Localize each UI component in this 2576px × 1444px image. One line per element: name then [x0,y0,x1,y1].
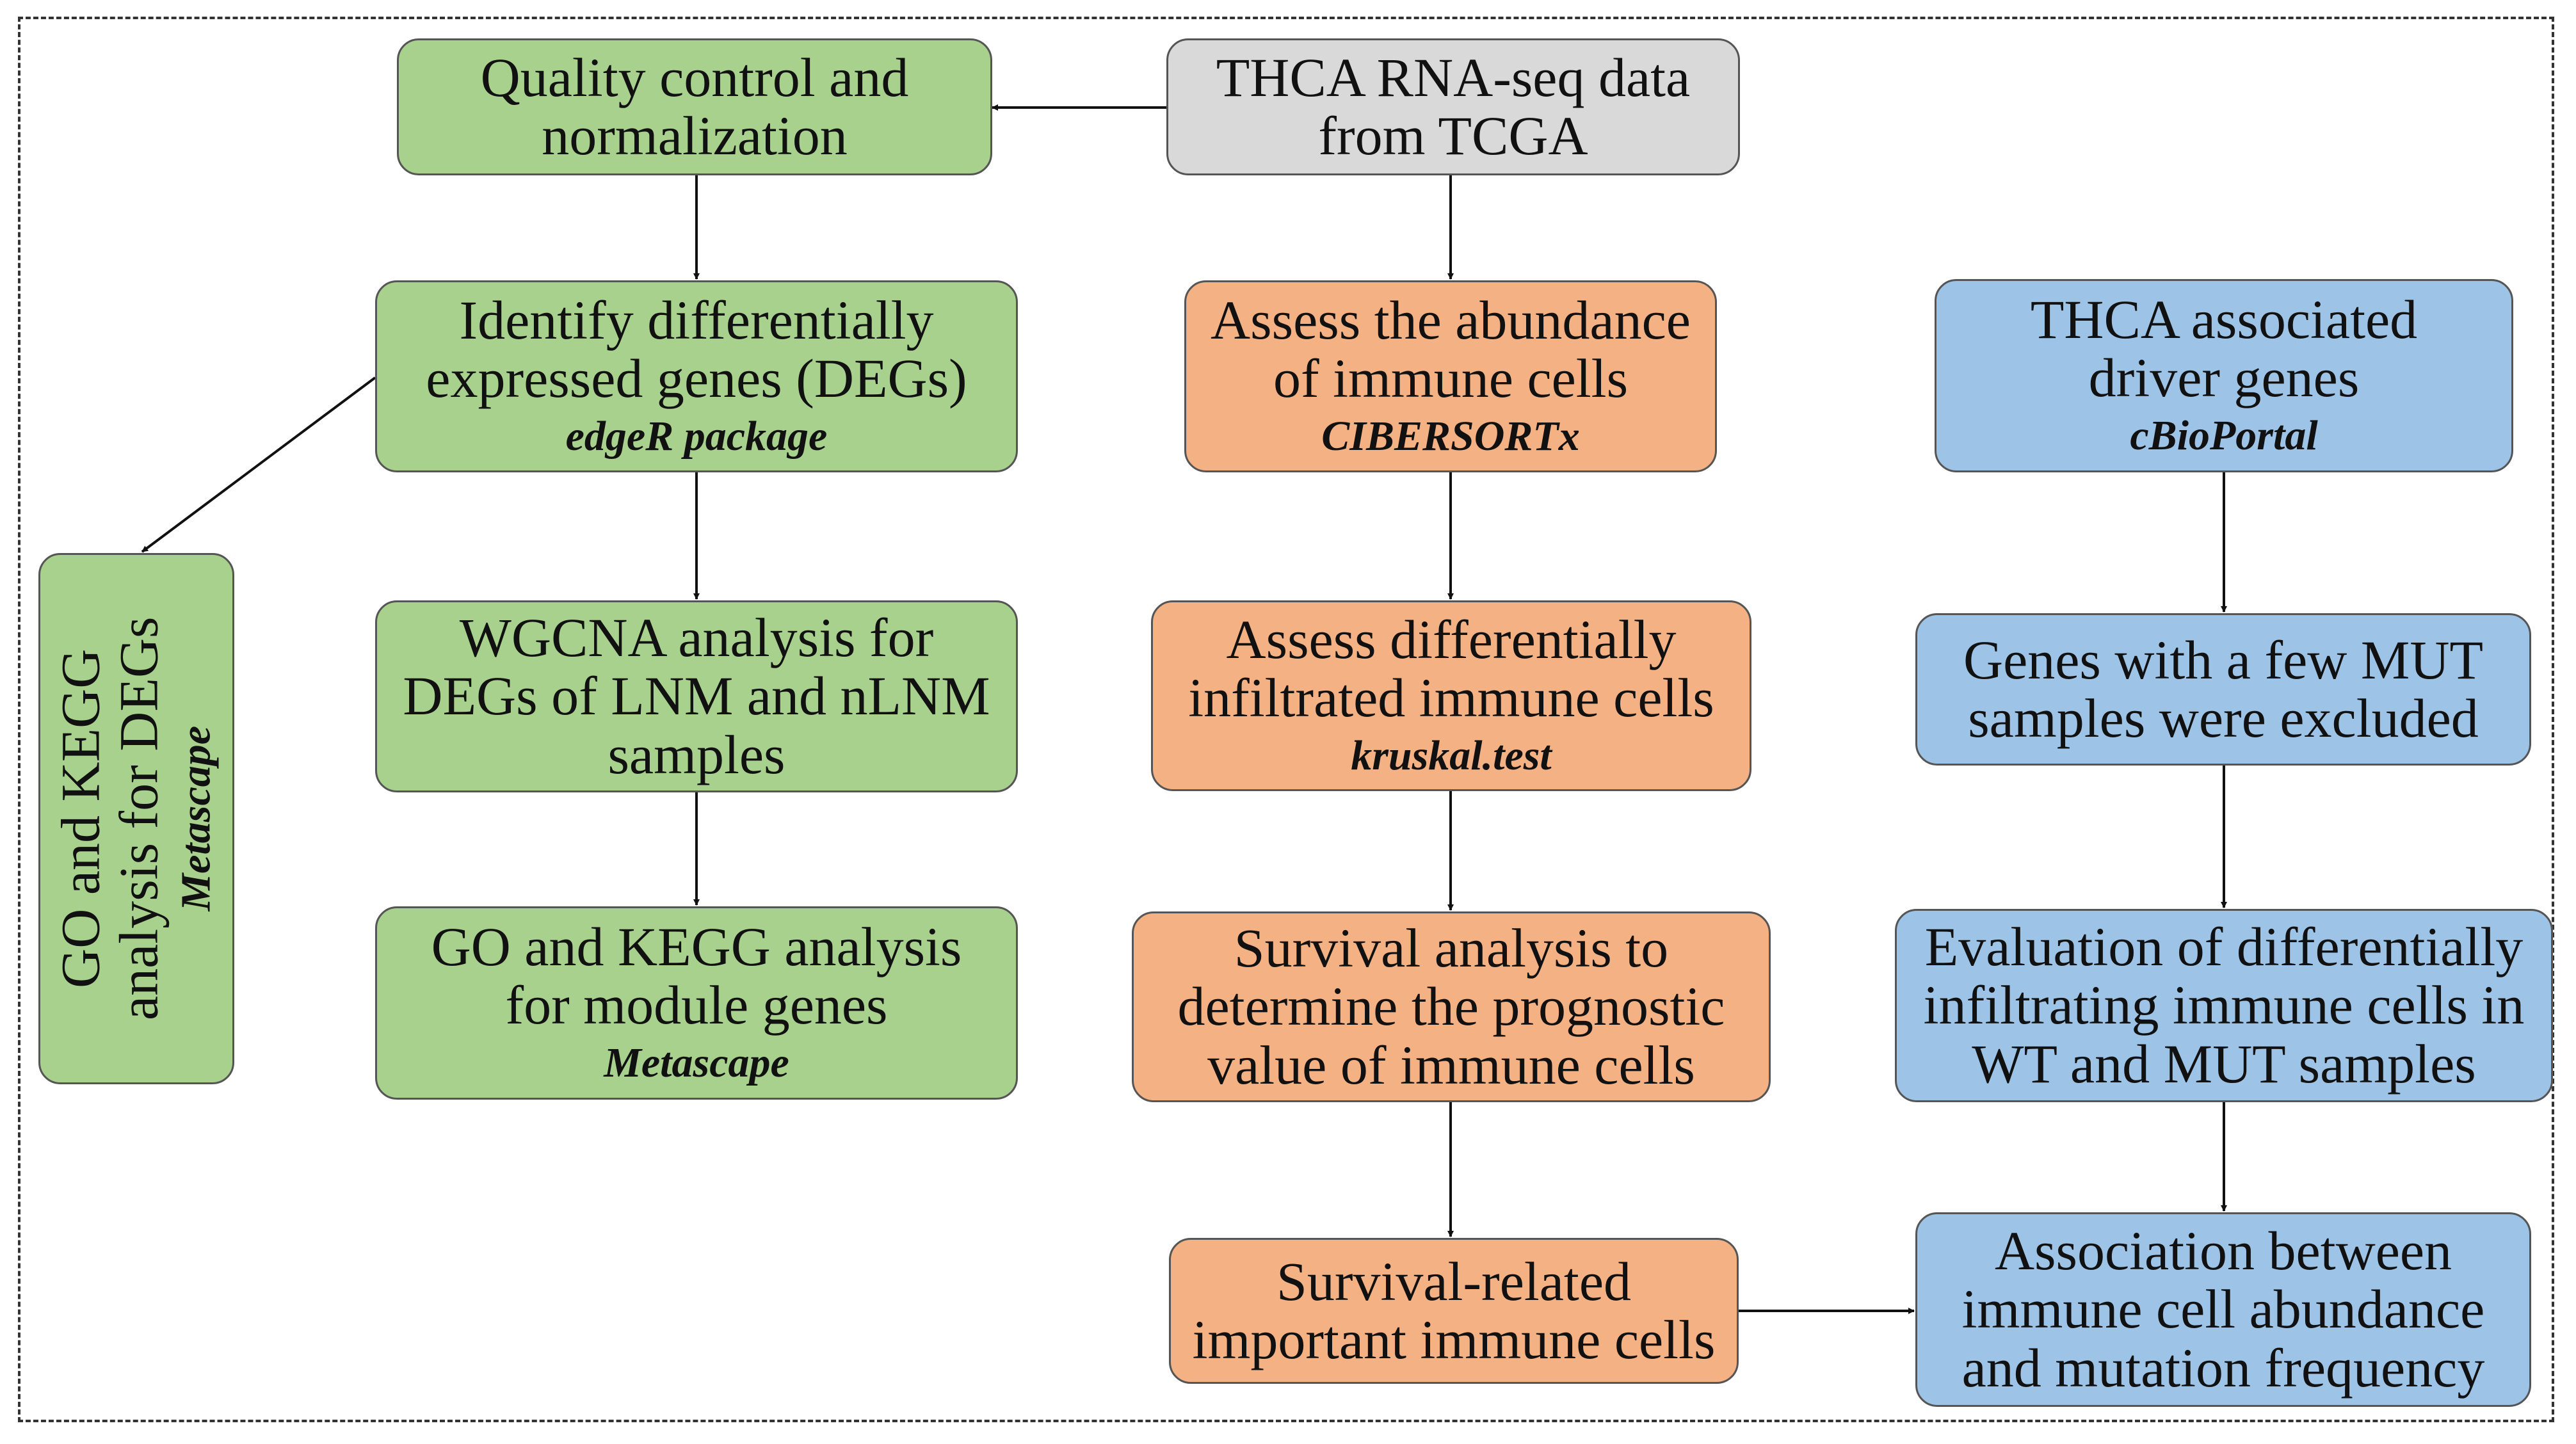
node-go-module-line-2: for module genes [505,974,888,1036]
node-source-line-2: from TCGA [1318,105,1588,166]
node-diff-infiltrated-line-2: infiltrated immune cells [1188,667,1714,729]
node-wgcna-line-1: WGCNA analysis for [459,607,934,669]
node-degs-tool: edgeR package [565,412,828,460]
node-abundance-line-1: Assess the abundance [1211,289,1691,351]
node-survival-line-3: value of immune cells [1207,1034,1695,1096]
node-survival-cells: Survival-related important immune cells [1169,1238,1739,1384]
node-go-degs-line-1: GO and KEGG [49,648,111,989]
node-source-line-1: THCA RNA-seq data [1216,46,1691,108]
node-abundance-tool: CIBERSORTx [1321,412,1580,460]
node-excluded: Genes with a few MUT samples were exclud… [1915,613,2531,766]
node-go-module: GO and KEGG analysis for module genes Me… [375,906,1018,1100]
node-evaluation-line-3: WT and MUT samples [1972,1032,2476,1095]
node-wgcna-line-2: DEGs of LNM and nLNM [403,665,990,727]
node-source: THCA RNA-seq data from TCGA [1166,38,1740,175]
node-diff-infiltrated-tool: kruskal.test [1351,732,1552,779]
node-survival-cells-line-1: Survival-related [1276,1250,1631,1312]
node-diff-infiltrated-line-1: Assess differentially [1226,609,1677,671]
node-degs-line-2: expressed genes (DEGs) [426,348,967,410]
node-survival-line-1: Survival analysis to [1234,917,1669,979]
node-go-degs-line-2: analysis for DEGs [108,616,170,1021]
node-association-line-2: immune cell abundance [1961,1278,2485,1340]
node-wgcna-line-3: samples [608,723,785,785]
node-wgcna: WGCNA analysis for DEGs of LNM and nLNM … [375,600,1018,792]
node-diff-infiltrated: Assess differentially infiltrated immune… [1151,600,1751,791]
node-excluded-line-2: samples were excluded [1968,687,2479,749]
edge-degs-to-go-degs [141,376,376,553]
node-association: Association between immune cell abundanc… [1915,1212,2531,1407]
node-survival: Survival analysis to determine the progn… [1132,911,1771,1102]
node-association-line-1: Association between [1994,1220,2452,1282]
node-driver: THCA associated driver genes cBioPortal [1935,279,2513,472]
node-abundance-line-2: of immune cells [1273,348,1629,410]
node-go-module-line-1: GO and KEGG analysis [431,916,962,978]
node-survival-line-2: determine the prognostic [1177,975,1725,1038]
node-go-degs: GO and KEGG analysis for DEGs Metascape [38,553,234,1084]
node-evaluation: Evaluation of differentially infiltratin… [1895,909,2553,1102]
node-excluded-line-1: Genes with a few MUT [1963,629,2483,691]
node-go-degs-rotated: GO and KEGG analysis for DEGs Metascape [49,616,221,1021]
node-qc-line-1: Quality control and [480,46,909,108]
node-qc: Quality control and normalization [397,38,992,175]
node-go-module-tool: Metascape [604,1039,789,1086]
node-qc-line-2: normalization [542,105,848,166]
node-go-degs-tool: Metascape [172,726,220,911]
node-evaluation-line-2: infiltrating immune cells in [1923,974,2525,1036]
node-survival-cells-line-2: important immune cells [1192,1309,1716,1370]
node-degs: Identify differentially expressed genes … [375,280,1018,472]
node-driver-line-2: driver genes [2088,347,2360,409]
node-driver-line-1: THCA associated [2030,289,2418,351]
node-driver-tool: cBioPortal [2130,412,2318,459]
node-association-line-3: and mutation frequency [1961,1336,2485,1399]
node-abundance: Assess the abundance of immune cells CIB… [1184,280,1717,472]
node-evaluation-line-1: Evaluation of differentially [1924,916,2524,978]
node-degs-line-1: Identify differentially [459,289,934,351]
diagram-border [18,17,2554,1422]
